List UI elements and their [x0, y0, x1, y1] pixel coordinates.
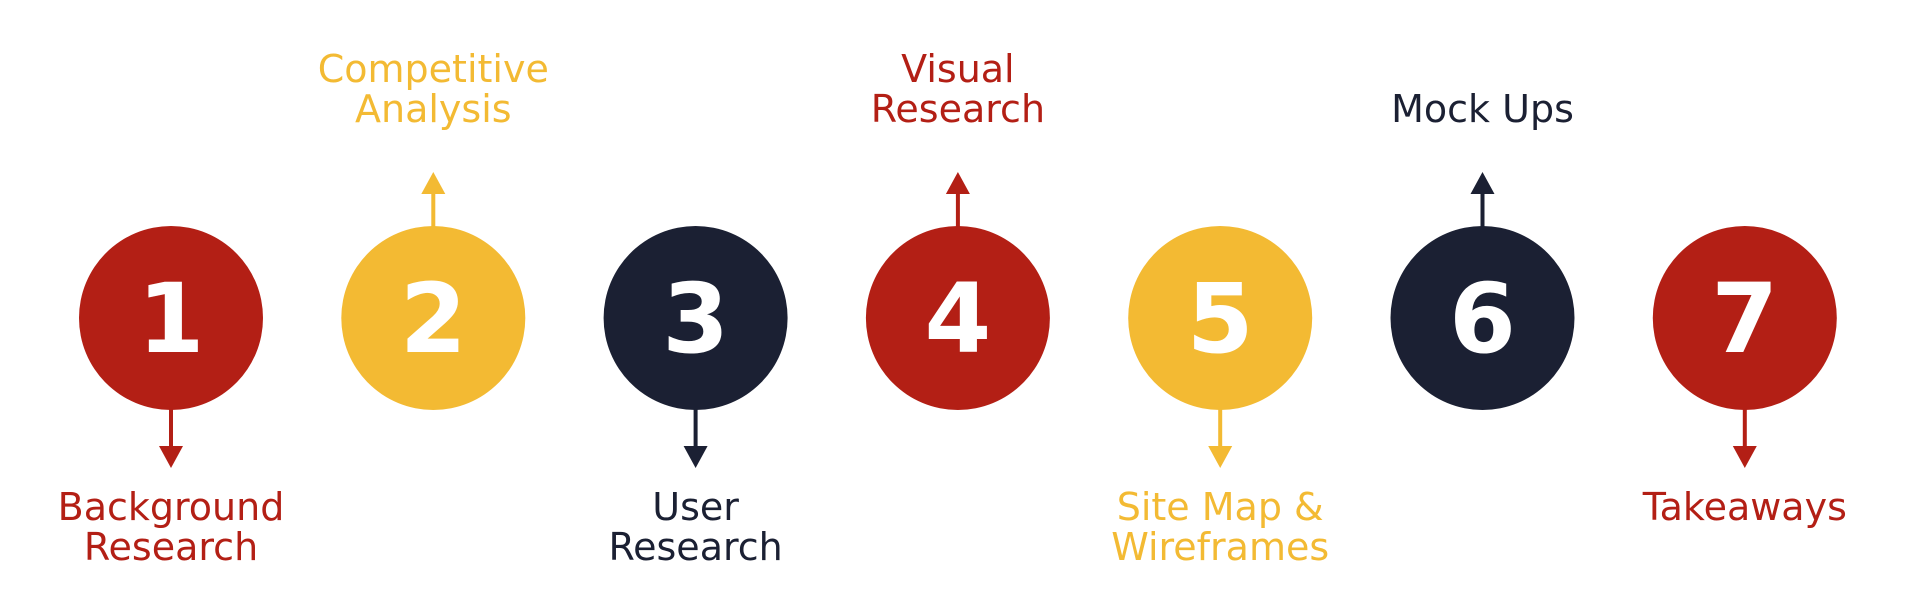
- step-6-arrow: [1470, 172, 1495, 228]
- step-5-number: 5: [1187, 263, 1254, 375]
- step-3-arrow: [683, 408, 708, 468]
- step-2-circle: [341, 226, 526, 410]
- step-6: 6 Mock Ups: [1390, 87, 1575, 410]
- step-5-label: Site Map &Wireframes: [1111, 485, 1329, 569]
- step-6-number: 6: [1449, 263, 1516, 375]
- step-1-number: 1: [138, 263, 205, 375]
- step-2-number: 2: [400, 263, 467, 375]
- step-4-label-line: Research: [871, 87, 1045, 131]
- step-5-label-line: Wireframes: [1111, 525, 1329, 569]
- step-4-arrow: [945, 172, 970, 228]
- step-4-label-line: Visual: [901, 47, 1014, 91]
- step-7-label: Takeaways: [1642, 485, 1847, 529]
- step-7-circle: [1652, 226, 1837, 410]
- step-2-arrow: [421, 172, 446, 228]
- step-5-arrow: [1208, 408, 1233, 468]
- step-3-number: 3: [662, 263, 729, 375]
- step-1-label-line: Research: [84, 525, 258, 569]
- step-5-circle: [1128, 226, 1313, 410]
- step-6-circle: [1390, 226, 1575, 410]
- step-3-label-line: User: [652, 485, 739, 529]
- step-1-label-line: Background: [58, 485, 285, 529]
- step-7-label-line: Takeaways: [1642, 485, 1847, 529]
- step-4-circle: [865, 226, 1050, 410]
- step-7-number: 7: [1711, 263, 1778, 375]
- step-1-arrow: [159, 408, 183, 468]
- step-2-label-line: Analysis: [355, 87, 512, 131]
- step-6-label-line: Mock Ups: [1391, 87, 1574, 131]
- step-3-circle: [603, 226, 788, 410]
- step-4-number: 4: [925, 263, 992, 375]
- step-2-label-line: Competitive: [318, 47, 549, 91]
- step-3-label-line: Research: [608, 525, 782, 569]
- step-6-label: Mock Ups: [1391, 87, 1574, 131]
- step-1-circle: [79, 226, 263, 410]
- step-5-label-line: Site Map &: [1117, 485, 1324, 529]
- step-7-arrow: [1732, 408, 1757, 468]
